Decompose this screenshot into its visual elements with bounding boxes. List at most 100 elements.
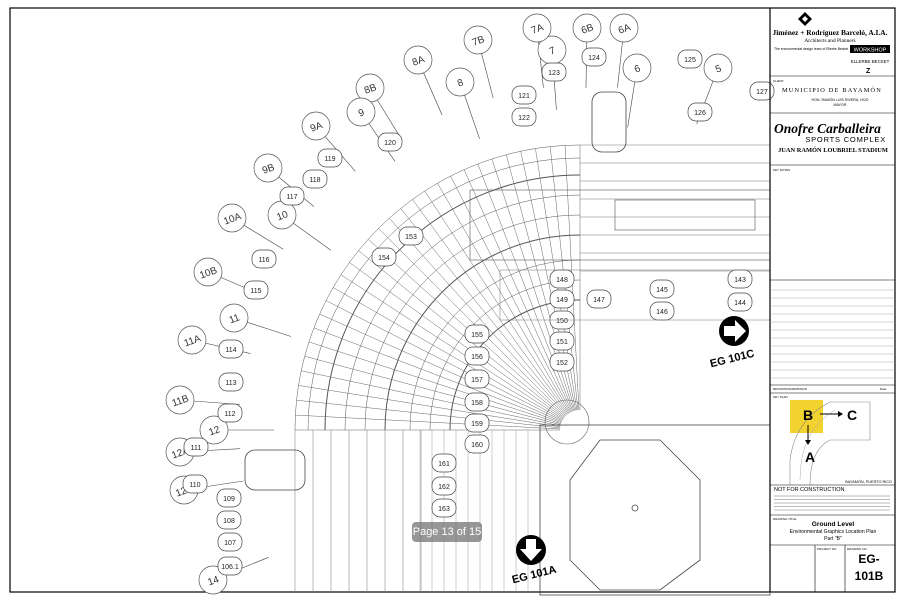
arrow-down-icon[interactable] <box>516 535 546 565</box>
sign-callout: 123 <box>541 62 567 82</box>
sector-label: 10B <box>193 257 223 287</box>
svg-text:120: 120 <box>384 140 396 147</box>
sign-callout: 149 <box>549 289 575 309</box>
svg-text:127: 127 <box>756 89 768 96</box>
svg-text:147: 147 <box>593 297 605 304</box>
svg-text:109: 109 <box>223 496 235 503</box>
key-plan-b: B <box>803 407 813 423</box>
svg-text:156: 156 <box>471 354 483 361</box>
sign-callout: 163 <box>431 498 457 518</box>
sign-callout: 118 <box>302 169 328 189</box>
sign-callout: 159 <box>464 413 490 433</box>
svg-text:145: 145 <box>656 287 668 294</box>
svg-text:111: 111 <box>191 445 202 452</box>
sign-callout: 113 <box>218 372 244 392</box>
svg-text:5: 5 <box>714 63 723 75</box>
svg-text:114: 114 <box>225 347 236 354</box>
svg-text:143: 143 <box>734 277 746 284</box>
sector-label: 11 <box>219 303 249 333</box>
page-indicator: Page 13 of 15 <box>412 522 482 542</box>
sign-callout: 112 <box>217 403 243 423</box>
sign-callout: 125 <box>677 49 703 69</box>
stair-tower-left <box>244 449 306 491</box>
sector-label: 8B <box>355 73 385 103</box>
sign-callout: 108 <box>216 510 242 530</box>
svg-text:158: 158 <box>471 400 483 407</box>
sector-label: 5 <box>703 53 733 83</box>
sign-callout: 148 <box>549 269 575 289</box>
svg-text:112: 112 <box>224 411 235 418</box>
key-plan-label: KEY PLAN <box>773 395 788 399</box>
sign-callout: 144 <box>727 292 753 312</box>
sign-callout: 126 <box>687 102 713 122</box>
svg-text:8: 8 <box>456 77 465 89</box>
svg-text:11: 11 <box>228 312 242 326</box>
drawing-part: Part "B" <box>824 536 842 542</box>
sign-callout: 153 <box>398 226 424 246</box>
svg-text:125: 125 <box>684 57 696 64</box>
sector-label: 14 <box>198 565 228 595</box>
drawing-title: Ground Level <box>812 521 855 528</box>
svg-text:12: 12 <box>207 424 222 438</box>
svg-text:126: 126 <box>694 110 706 117</box>
drawing-no-label: DRAWING NO. <box>847 547 868 551</box>
project-subtitle: SPORTS COMPLEX <box>805 135 886 144</box>
sheet-number-sub: 101B <box>855 569 884 583</box>
sign-callout: 127 <box>749 81 775 101</box>
sign-callout: 114 <box>218 339 244 359</box>
svg-text:119: 119 <box>324 156 335 163</box>
svg-text:154: 154 <box>378 255 390 262</box>
svg-text:115: 115 <box>250 288 261 295</box>
workshop-label: WORKSHOP <box>854 48 887 54</box>
key-plan-c: C <box>847 407 857 423</box>
municipality: MUNICIPIO DE BAYAMÓN <box>782 86 882 94</box>
sign-callout: 115 <box>243 280 269 300</box>
not-for-construction: NOT FOR CONSTRUCTION <box>774 487 845 493</box>
sign-callout: 120 <box>377 132 403 152</box>
sign-callout: 151 <box>549 331 575 351</box>
title-block: Jiménez + Rodríguez Barceló, A.I.A. Arch… <box>769 8 895 592</box>
svg-text:9: 9 <box>357 107 366 119</box>
svg-text:6: 6 <box>633 63 642 75</box>
svg-text:153: 153 <box>405 234 417 241</box>
svg-text:124: 124 <box>588 55 600 62</box>
sign-callout: 106.1 <box>217 556 243 576</box>
svg-text:8A: 8A <box>411 54 427 69</box>
sheet-number: EG- <box>858 552 879 566</box>
sector-label: 9A <box>301 111 331 141</box>
arrow-right-icon[interactable] <box>719 316 749 346</box>
svg-text:107: 107 <box>224 540 236 547</box>
drawing-title-label: DRAWING TITLE <box>773 517 796 521</box>
sign-callout: 156 <box>464 346 490 366</box>
key-notes-label: KEY NOTES <box>773 168 790 172</box>
sign-callout: 161 <box>431 453 457 473</box>
svg-text:151: 151 <box>556 339 568 346</box>
architect-subtitle: Architects and Planners <box>804 38 855 44</box>
sign-callout: 155 <box>464 324 490 344</box>
svg-text:113: 113 <box>225 380 236 387</box>
key-plan-a: A <box>805 449 815 465</box>
svg-text:118: 118 <box>309 177 320 184</box>
floor-plan: 566A6B77A7B88A8B99A9B1010A10B1111A11B121… <box>165 13 775 596</box>
architect-logo-icon <box>798 12 812 26</box>
client-label: CLIENT <box>773 79 784 83</box>
sign-callout: 147 <box>586 289 612 309</box>
svg-text:117: 117 <box>286 194 297 201</box>
sector-label: 11A <box>177 325 207 355</box>
sector-label: 11B <box>165 385 195 415</box>
sector-label: 8A <box>403 45 433 75</box>
svg-text:14: 14 <box>206 574 221 588</box>
ellerbe-mark-icon: Z <box>866 68 871 75</box>
sector-label: 6B <box>572 13 602 43</box>
svg-text:149: 149 <box>556 297 568 304</box>
sector-label: 10 <box>267 200 297 230</box>
svg-text:9A: 9A <box>309 120 325 135</box>
sector-label: 9B <box>253 153 283 183</box>
svg-text:7B: 7B <box>471 34 487 49</box>
svg-text:161: 161 <box>438 461 450 468</box>
sign-callout: 152 <box>549 352 575 372</box>
svg-text:159: 159 <box>471 421 483 428</box>
svg-text:7: 7 <box>548 45 557 57</box>
